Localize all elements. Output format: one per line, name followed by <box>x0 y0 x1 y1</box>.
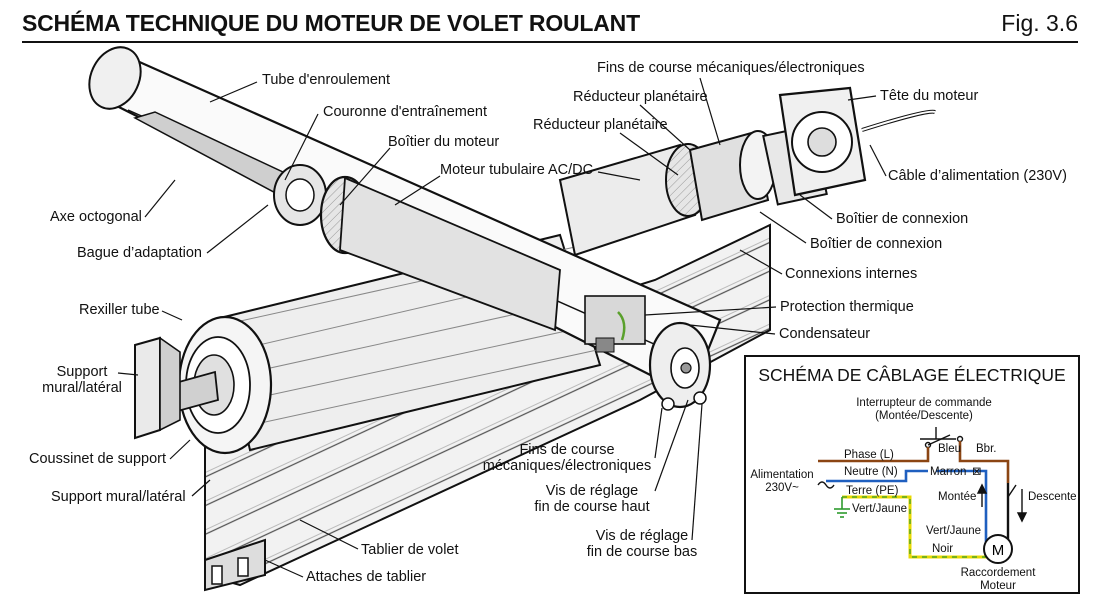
leader-lines <box>117 77 887 578</box>
wiring-terre: Terre (PE) <box>846 485 899 497</box>
winding-tube <box>88 46 722 411</box>
wiring-diagram: SCHÉMA DE CÂBLAGE ÉLECTRIQUE <box>744 355 1080 594</box>
label-reducteur-1: Réducteur planétaire <box>573 89 708 105</box>
label-fins-course-top: Fins de course mécaniques/électroniques <box>597 60 865 76</box>
label-axe-octogonal: Axe octogonal <box>50 209 142 225</box>
wiring-marron: Marron <box>930 466 967 478</box>
wiring-bleu: Bleu <box>938 443 962 455</box>
label-rexiller: Rexiller tube <box>79 302 160 318</box>
wiring-marron-symbol: ⊠ <box>972 466 982 478</box>
wiring-schematic: M <box>817 427 1028 564</box>
label-boitier-connexion-2: Boîtier de connexion <box>810 236 943 252</box>
neutral-wire <box>826 469 988 553</box>
label-cable: Câble d’alimentation (230V) <box>888 168 1067 184</box>
label-coussinet: Coussinet de support <box>29 451 167 467</box>
label-reducteur-2: Réducteur planétaire <box>533 117 668 133</box>
label-support-mural-1: Support mural/latéral <box>42 364 122 396</box>
phase-wire <box>818 441 1010 483</box>
title-underline <box>22 41 1078 43</box>
wiring-montee: Montée <box>938 491 977 503</box>
motor-unit <box>558 86 936 257</box>
label-support-mural-2: Support mural/latéral <box>51 489 186 505</box>
direction-switches <box>976 483 1028 523</box>
label-couronne: Couronne d'entraînement <box>323 104 487 120</box>
label-tete-moteur: Tête du moteur <box>880 88 979 104</box>
label-boitier-moteur: Boîtier du moteur <box>388 134 500 150</box>
command-switch <box>920 427 964 449</box>
wiring-raccordement: Raccordement Moteur <box>960 567 1036 592</box>
motor-symbol <box>983 534 1013 564</box>
label-connexions-internes: Connexions internes <box>785 266 918 282</box>
figure-number: Fig. 3.6 <box>1001 10 1078 36</box>
label-fins-course-bottom: Fins de course mécaniques/électroniques <box>482 442 652 474</box>
wiring-descente: Descente <box>1028 491 1077 503</box>
label-vis-haut: Vis de réglage fin de course haut <box>534 483 650 515</box>
label-tablier: Tablier de volet <box>361 542 459 558</box>
wiring-noir: Noir <box>932 543 954 555</box>
label-tube-enroulement: Tube d'enroulement <box>262 72 390 88</box>
label-protection-thermique: Protection thermique <box>780 299 914 315</box>
label-condensateur: Condensateur <box>779 326 871 342</box>
header: SCHÉMA TECHNIQUE DU MOTEUR DE VOLET ROUL… <box>0 0 1100 44</box>
page-title: SCHÉMA TECHNIQUE DU MOTEUR DE VOLET ROUL… <box>22 10 640 36</box>
wiring-alimentation: Alimentation 230V~ <box>750 469 814 494</box>
wiring-vert-jaune-1: Vert/Jaune <box>852 503 907 515</box>
wiring-switch-label: Interrupteur de commande (Montée/Descent… <box>856 397 992 422</box>
label-attaches: Attaches de tablier <box>306 569 427 585</box>
wiring-bbr: Bbr. <box>976 443 997 455</box>
wiring-neutre: Neutre (N) <box>844 466 898 478</box>
wiring-title: SCHÉMA DE CÂBLAGE ÉLECTRIQUE <box>758 365 1066 385</box>
wiring-vert-jaune-2: Vert/Jaune <box>926 525 981 537</box>
label-vis-bas: Vis de réglage fin de course bas <box>586 528 698 560</box>
ac-symbol-icon <box>817 481 835 489</box>
motor-symbol-letter: M <box>992 542 1005 559</box>
ground-symbol <box>834 497 850 518</box>
label-bague: Bague d’adaptation <box>77 245 202 261</box>
label-moteur-tubulaire: Moteur tubulaire AC/DC <box>440 162 594 178</box>
label-boitier-connexion-1: Boîtier de connexion <box>836 211 969 227</box>
wiring-phase: Phase (L) <box>844 449 894 461</box>
